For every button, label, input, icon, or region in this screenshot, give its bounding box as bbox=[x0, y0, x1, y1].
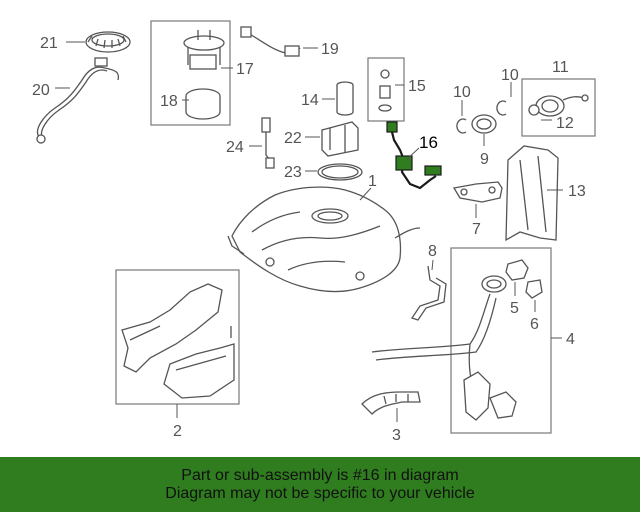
callout-3: 3 bbox=[392, 427, 401, 444]
fitting-part-5[interactable] bbox=[505, 259, 529, 281]
callout-10-right: 10 bbox=[501, 67, 519, 84]
clip-part-10-right[interactable] bbox=[496, 100, 507, 116]
callout-18: 18 bbox=[160, 93, 178, 110]
callout-1: 1 bbox=[368, 173, 377, 190]
breather-hose-part-3[interactable] bbox=[361, 391, 421, 415]
callout-9: 9 bbox=[480, 151, 489, 168]
fuel-tube-part-20[interactable] bbox=[36, 57, 120, 144]
callout-14: 14 bbox=[301, 92, 319, 109]
group-box-17 bbox=[150, 20, 231, 126]
callout-19: 19 bbox=[321, 41, 339, 58]
pressure-regulator-part-15[interactable] bbox=[378, 69, 392, 112]
filler-neck-part-4[interactable] bbox=[371, 275, 517, 421]
bracket-part-22[interactable] bbox=[321, 121, 359, 157]
fuel-pump-module-part-17[interactable] bbox=[183, 30, 225, 120]
callout-5: 5 bbox=[510, 300, 519, 317]
callout-7: 7 bbox=[472, 221, 481, 238]
group-box-15 bbox=[367, 57, 405, 122]
info-banner: Part or sub-assembly is #16 in diagram D… bbox=[0, 457, 640, 512]
callout-10-left: 10 bbox=[453, 84, 471, 101]
callout-11: 11 bbox=[552, 59, 569, 76]
filler-cap-part-11[interactable] bbox=[528, 94, 589, 117]
callout-20: 20 bbox=[32, 82, 50, 99]
lock-ring-part-21[interactable] bbox=[85, 31, 131, 53]
banner-line-1: Part or sub-assembly is #16 in diagram bbox=[181, 466, 459, 484]
pump-harness-part-19[interactable] bbox=[240, 26, 301, 57]
sender-wire-part-24[interactable] bbox=[261, 117, 275, 169]
parts-diagram: 21 20 17 18 19 14 15 22 24 23 1 16 10 10… bbox=[32, 20, 596, 444]
callout-2: 2 bbox=[173, 423, 182, 440]
bracket-part-8[interactable] bbox=[410, 265, 447, 321]
gasket-part-23[interactable] bbox=[317, 163, 363, 181]
callout-16: 16 bbox=[419, 133, 438, 152]
callout-6: 6 bbox=[530, 316, 539, 333]
highlighted-part-16[interactable] bbox=[386, 121, 442, 190]
fuel-filter-part-14[interactable] bbox=[336, 81, 354, 116]
splash-shield-part-13[interactable] bbox=[505, 145, 559, 242]
group-box-11 bbox=[521, 78, 596, 137]
banner-line-2: Diagram may not be specific to your vehi… bbox=[165, 484, 475, 502]
callout-17: 17 bbox=[236, 61, 254, 78]
bracket-part-7[interactable] bbox=[452, 181, 503, 203]
callout-21: 21 bbox=[40, 35, 58, 52]
callout-13: 13 bbox=[568, 183, 586, 200]
group-box-4 bbox=[450, 247, 552, 434]
fuel-tank-part-1[interactable] bbox=[227, 186, 421, 293]
callout-12: 12 bbox=[556, 115, 574, 132]
callout-8: 8 bbox=[428, 243, 437, 260]
fitting-part-6[interactable] bbox=[525, 279, 543, 299]
tank-cover-part-2[interactable] bbox=[121, 283, 235, 399]
clip-part-10-left[interactable] bbox=[456, 118, 467, 134]
callout-24: 24 bbox=[226, 139, 244, 156]
callout-15: 15 bbox=[408, 78, 426, 95]
grommet-part-9[interactable] bbox=[471, 114, 497, 134]
callout-22: 22 bbox=[284, 130, 302, 147]
callout-4: 4 bbox=[566, 331, 575, 348]
callout-23: 23 bbox=[284, 164, 302, 181]
